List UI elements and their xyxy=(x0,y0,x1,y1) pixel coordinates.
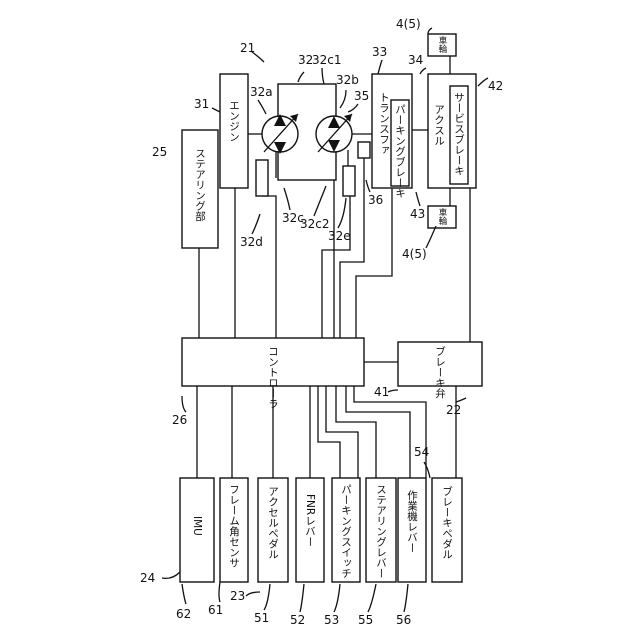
ref-56: 56 xyxy=(396,613,411,627)
accel-pedal-label: アクセルペダル xyxy=(267,486,279,560)
ref-42: 42 xyxy=(488,79,503,93)
work-lever-label: 作業機レバー xyxy=(406,490,418,553)
service-brake-label: サービスブレーキ xyxy=(453,92,465,176)
sensor-36-box xyxy=(358,142,370,158)
ref-32c2: 32c2 xyxy=(300,217,330,231)
ref-24: 24 xyxy=(140,571,155,585)
sensor-32e-box xyxy=(343,166,355,196)
steering-lever-label: ステアリングレバー xyxy=(375,484,387,579)
ref-32a: 32a xyxy=(250,85,273,99)
fnr-lever-label: FNRレバー xyxy=(304,494,316,547)
ref-32b: 32b xyxy=(336,73,359,87)
ref-35: 35 xyxy=(354,89,369,103)
ref-25: 25 xyxy=(152,145,167,159)
ref-32d: 32d xyxy=(240,235,263,249)
controller-label: コントローラ xyxy=(267,346,279,409)
parking-switch-label: パーキングスイッチ xyxy=(340,484,352,579)
brake-valve-label: ブレーキ弁 xyxy=(434,345,446,399)
ref-22: 22 xyxy=(446,403,461,417)
brake-pedal-label: ブレーキペダル xyxy=(441,485,453,559)
ref-55: 55 xyxy=(358,613,373,627)
ref-33: 33 xyxy=(372,45,387,59)
ref-61: 61 xyxy=(208,603,223,617)
ref-4-5-bottom: 4(5) xyxy=(402,247,427,261)
ref-23: 23 xyxy=(230,589,245,603)
steering-unit-label: ステアリング部 xyxy=(194,148,206,222)
parking-brake-label: パーキングブレーキ xyxy=(394,104,406,199)
ref-4-5-top: 4(5) xyxy=(396,17,421,31)
ref-21: 21 xyxy=(240,41,255,55)
ref-62: 62 xyxy=(176,607,191,621)
engine-label: エンジン xyxy=(228,100,240,142)
ref-31: 31 xyxy=(194,97,209,111)
ref-26: 26 xyxy=(172,413,187,427)
imu-label: IMU xyxy=(191,516,203,536)
ref-41: 41 xyxy=(374,385,389,399)
wheel-bottom-label: 車輪 xyxy=(437,207,447,226)
sensor-32d-box xyxy=(256,160,268,196)
ref-54: 54 xyxy=(414,445,429,459)
ref-32e: 32e xyxy=(328,229,351,243)
frame-angle-sensor-label: フレーム角センサ xyxy=(228,484,240,568)
ref-43: 43 xyxy=(410,207,425,221)
transfer-label: トランスファ xyxy=(378,92,390,155)
ref-51: 51 xyxy=(254,611,269,625)
ref-52: 52 xyxy=(290,613,305,627)
ref-34: 34 xyxy=(408,53,423,67)
ref-36: 36 xyxy=(368,193,383,207)
ref-32: 32 xyxy=(298,53,313,67)
wheel-top-label: 車輪 xyxy=(437,35,447,54)
axle-label: アクスル xyxy=(433,104,445,146)
ref-32c1: 32c1 xyxy=(312,53,342,67)
ref-53: 53 xyxy=(324,613,339,627)
